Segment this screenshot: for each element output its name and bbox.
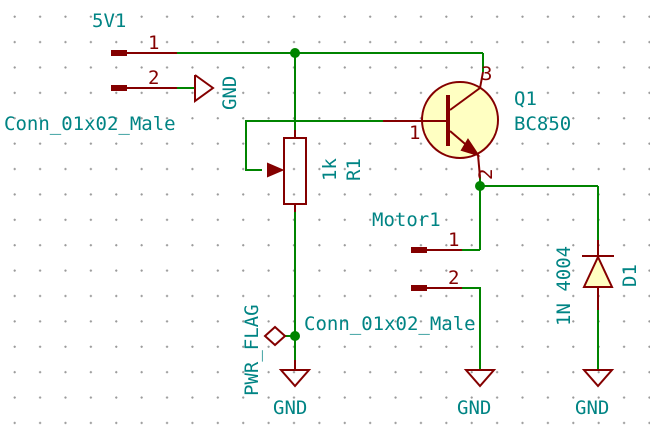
emitter-arrow-icon — [460, 138, 481, 157]
pin-number: 1 — [409, 122, 420, 144]
component-ref-label: 5V1 — [92, 10, 126, 32]
ground-triangle-icon — [194, 74, 215, 103]
junction-dot — [475, 181, 485, 191]
component-ref-label: Motor1 — [372, 209, 441, 231]
component-ref-label: Q1 — [514, 88, 537, 110]
gnd-label: GND — [219, 76, 241, 110]
gnd-label: GND — [273, 397, 307, 419]
connector-motor1[interactable]: 1 2 Motor1 Conn_01x02_Male — [304, 209, 476, 335]
component-value-label: BC850 — [514, 113, 571, 135]
transistor-q1[interactable]: 1 3 2 Q1 BC850 — [383, 63, 571, 180]
connector-pin-end — [111, 50, 127, 56]
component-ref-label: D1 — [619, 264, 641, 287]
connector-pin-end — [411, 247, 427, 253]
component-value-label: Conn_01x02_Male — [304, 313, 476, 335]
ground-triangle-icon — [278, 369, 312, 388]
wire-motor-pin2-to-gnd — [462, 287, 481, 370]
potentiometer-r1[interactable]: 1k R1 — [267, 130, 365, 212]
component-value-label: 1k — [319, 158, 341, 181]
resistor-body — [283, 137, 307, 205]
pin-number: 2 — [448, 267, 459, 289]
pwr-flag[interactable]: PWR_FLAG — [241, 304, 287, 396]
collector-lead — [479, 71, 484, 89]
emitter-lead — [477, 154, 481, 178]
connector-5v1[interactable]: 1 2 5V1 Conn_01x02_Male — [4, 10, 195, 135]
pin-number: 2 — [475, 169, 497, 180]
gnd-label: GND — [575, 397, 609, 419]
diode-triangle-icon — [582, 254, 614, 288]
component-ref-label: R1 — [343, 158, 365, 181]
junction-dot — [290, 331, 300, 341]
pwr-flag-diamond-icon — [263, 325, 287, 347]
junctions — [290, 48, 485, 341]
gnd-symbol-right: GND — [575, 369, 615, 419]
ground-triangle-icon — [463, 369, 497, 388]
gnd-label: GND — [457, 397, 491, 419]
pwr-flag-label: PWR_FLAG — [241, 304, 263, 396]
pin-number: 2 — [148, 67, 159, 89]
wiper-arrow-icon — [267, 162, 285, 178]
wire-wiper-to-base — [245, 120, 383, 171]
gnd-symbol-sideways: GND — [194, 74, 241, 110]
gnd-symbol-middle: GND — [457, 369, 497, 419]
wires — [177, 52, 599, 370]
gnd-symbol-left: GND — [273, 360, 312, 419]
diode-d1[interactable]: 1N 4004 D1 — [553, 240, 641, 326]
collector-line — [449, 87, 481, 111]
pin-number: 3 — [481, 63, 492, 85]
ground-triangle-icon — [581, 369, 615, 388]
pin-number: 1 — [448, 229, 459, 251]
junction-dot — [290, 48, 300, 58]
component-value-label: 1N 4004 — [553, 246, 575, 326]
connector-pin-end — [111, 85, 127, 91]
pin-number: 1 — [148, 32, 159, 54]
component-value-label: Conn_01x02_Male — [4, 113, 176, 135]
connector-pin-end — [411, 285, 427, 291]
